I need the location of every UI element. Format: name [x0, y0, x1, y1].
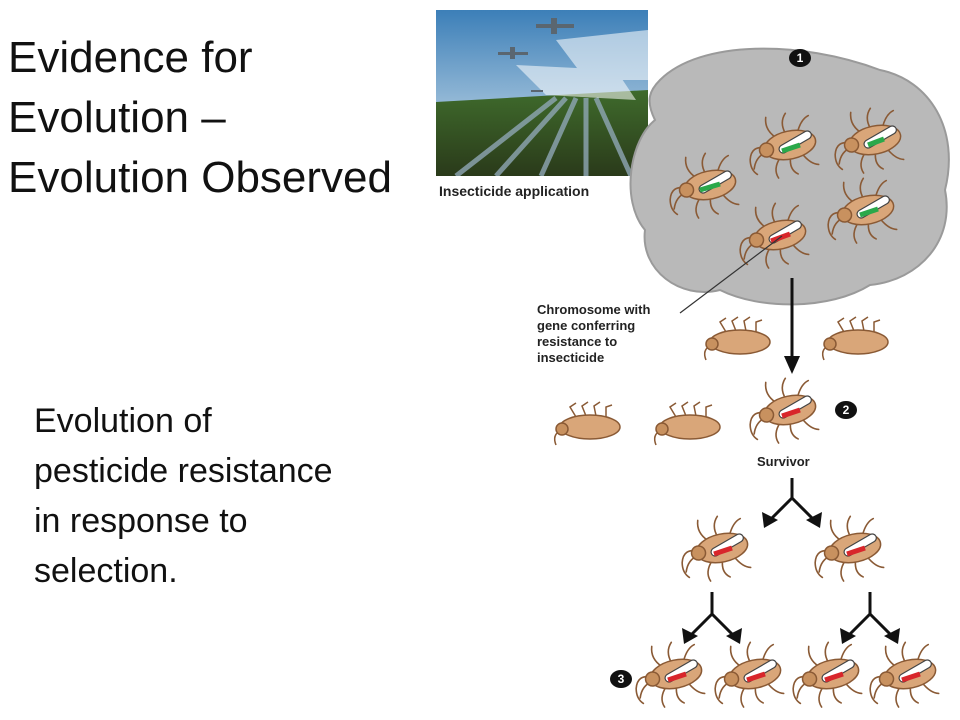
insect-icon — [705, 636, 788, 713]
label-pointer-line — [679, 235, 783, 314]
step-2-badge: 2 — [835, 401, 857, 419]
slide-title: Evidence for Evolution – Evolution Obser… — [8, 28, 438, 208]
chromosome-label-line: insecticide — [537, 350, 605, 365]
insect-icon — [672, 510, 755, 587]
dead-insect-icon — [553, 401, 621, 446]
body-line: Evolution of — [34, 402, 212, 440]
resistance-gene-mark — [713, 545, 733, 557]
insecticide-cloud — [629, 47, 950, 306]
resistance-gene-mark — [781, 407, 801, 419]
insect-icon — [860, 636, 943, 713]
svg-text:1: 1 — [797, 51, 804, 65]
resistance-gene-mark — [824, 671, 844, 683]
normal-gene-mark — [867, 136, 885, 148]
arrow-icon — [688, 592, 894, 638]
dead-insect-icon — [653, 401, 721, 446]
normal-gene-mark — [699, 181, 721, 193]
title-line: Evidence for — [8, 33, 253, 82]
insect-icon — [626, 636, 709, 713]
title-line: Evolution – — [8, 93, 226, 142]
arrow-icon — [762, 512, 778, 528]
normal-gene-mark — [859, 206, 879, 218]
arrow-icon — [682, 628, 698, 644]
arrow-icon — [784, 278, 800, 374]
svg-text:2: 2 — [843, 403, 850, 417]
dead-insect-icon — [703, 316, 771, 361]
crop-duster-photo — [436, 10, 648, 176]
svg-text:3: 3 — [618, 672, 625, 686]
arrow-icon — [806, 512, 822, 528]
survivor-label: Survivor — [757, 454, 810, 469]
chromosome-label: Chromosome with gene conferring resistan… — [537, 302, 687, 366]
normal-gene-mark — [781, 142, 801, 154]
resistance-gene-mark — [901, 671, 921, 683]
body-line: pesticide resistance — [34, 452, 333, 490]
resistance-gene-mark — [667, 671, 687, 683]
body-line: in response to — [34, 502, 248, 540]
body-line: selection. — [34, 552, 178, 590]
arrow-icon — [884, 628, 900, 644]
resistance-gene-mark — [746, 671, 766, 683]
dead-insect-icon — [821, 316, 889, 361]
insect-icon — [783, 636, 866, 713]
title-line: Evolution Observed — [8, 153, 392, 202]
resistance-gene-mark — [846, 545, 866, 557]
chromosome-label-line: gene conferring — [537, 318, 636, 333]
chromosome-label-line: resistance to — [537, 334, 618, 349]
slide-body-text: Evolution of pesticide resistance in res… — [34, 396, 414, 596]
insect-icon — [740, 372, 823, 449]
arrow-icon — [726, 628, 742, 644]
photo-caption: Insecticide application — [439, 183, 590, 199]
step-1-badge: 1 — [789, 49, 811, 67]
arrow-icon — [768, 478, 816, 522]
arrow-icon — [840, 628, 856, 644]
step-3-badge: 3 — [610, 670, 632, 688]
chromosome-label-line: Chromosome with — [537, 302, 651, 317]
